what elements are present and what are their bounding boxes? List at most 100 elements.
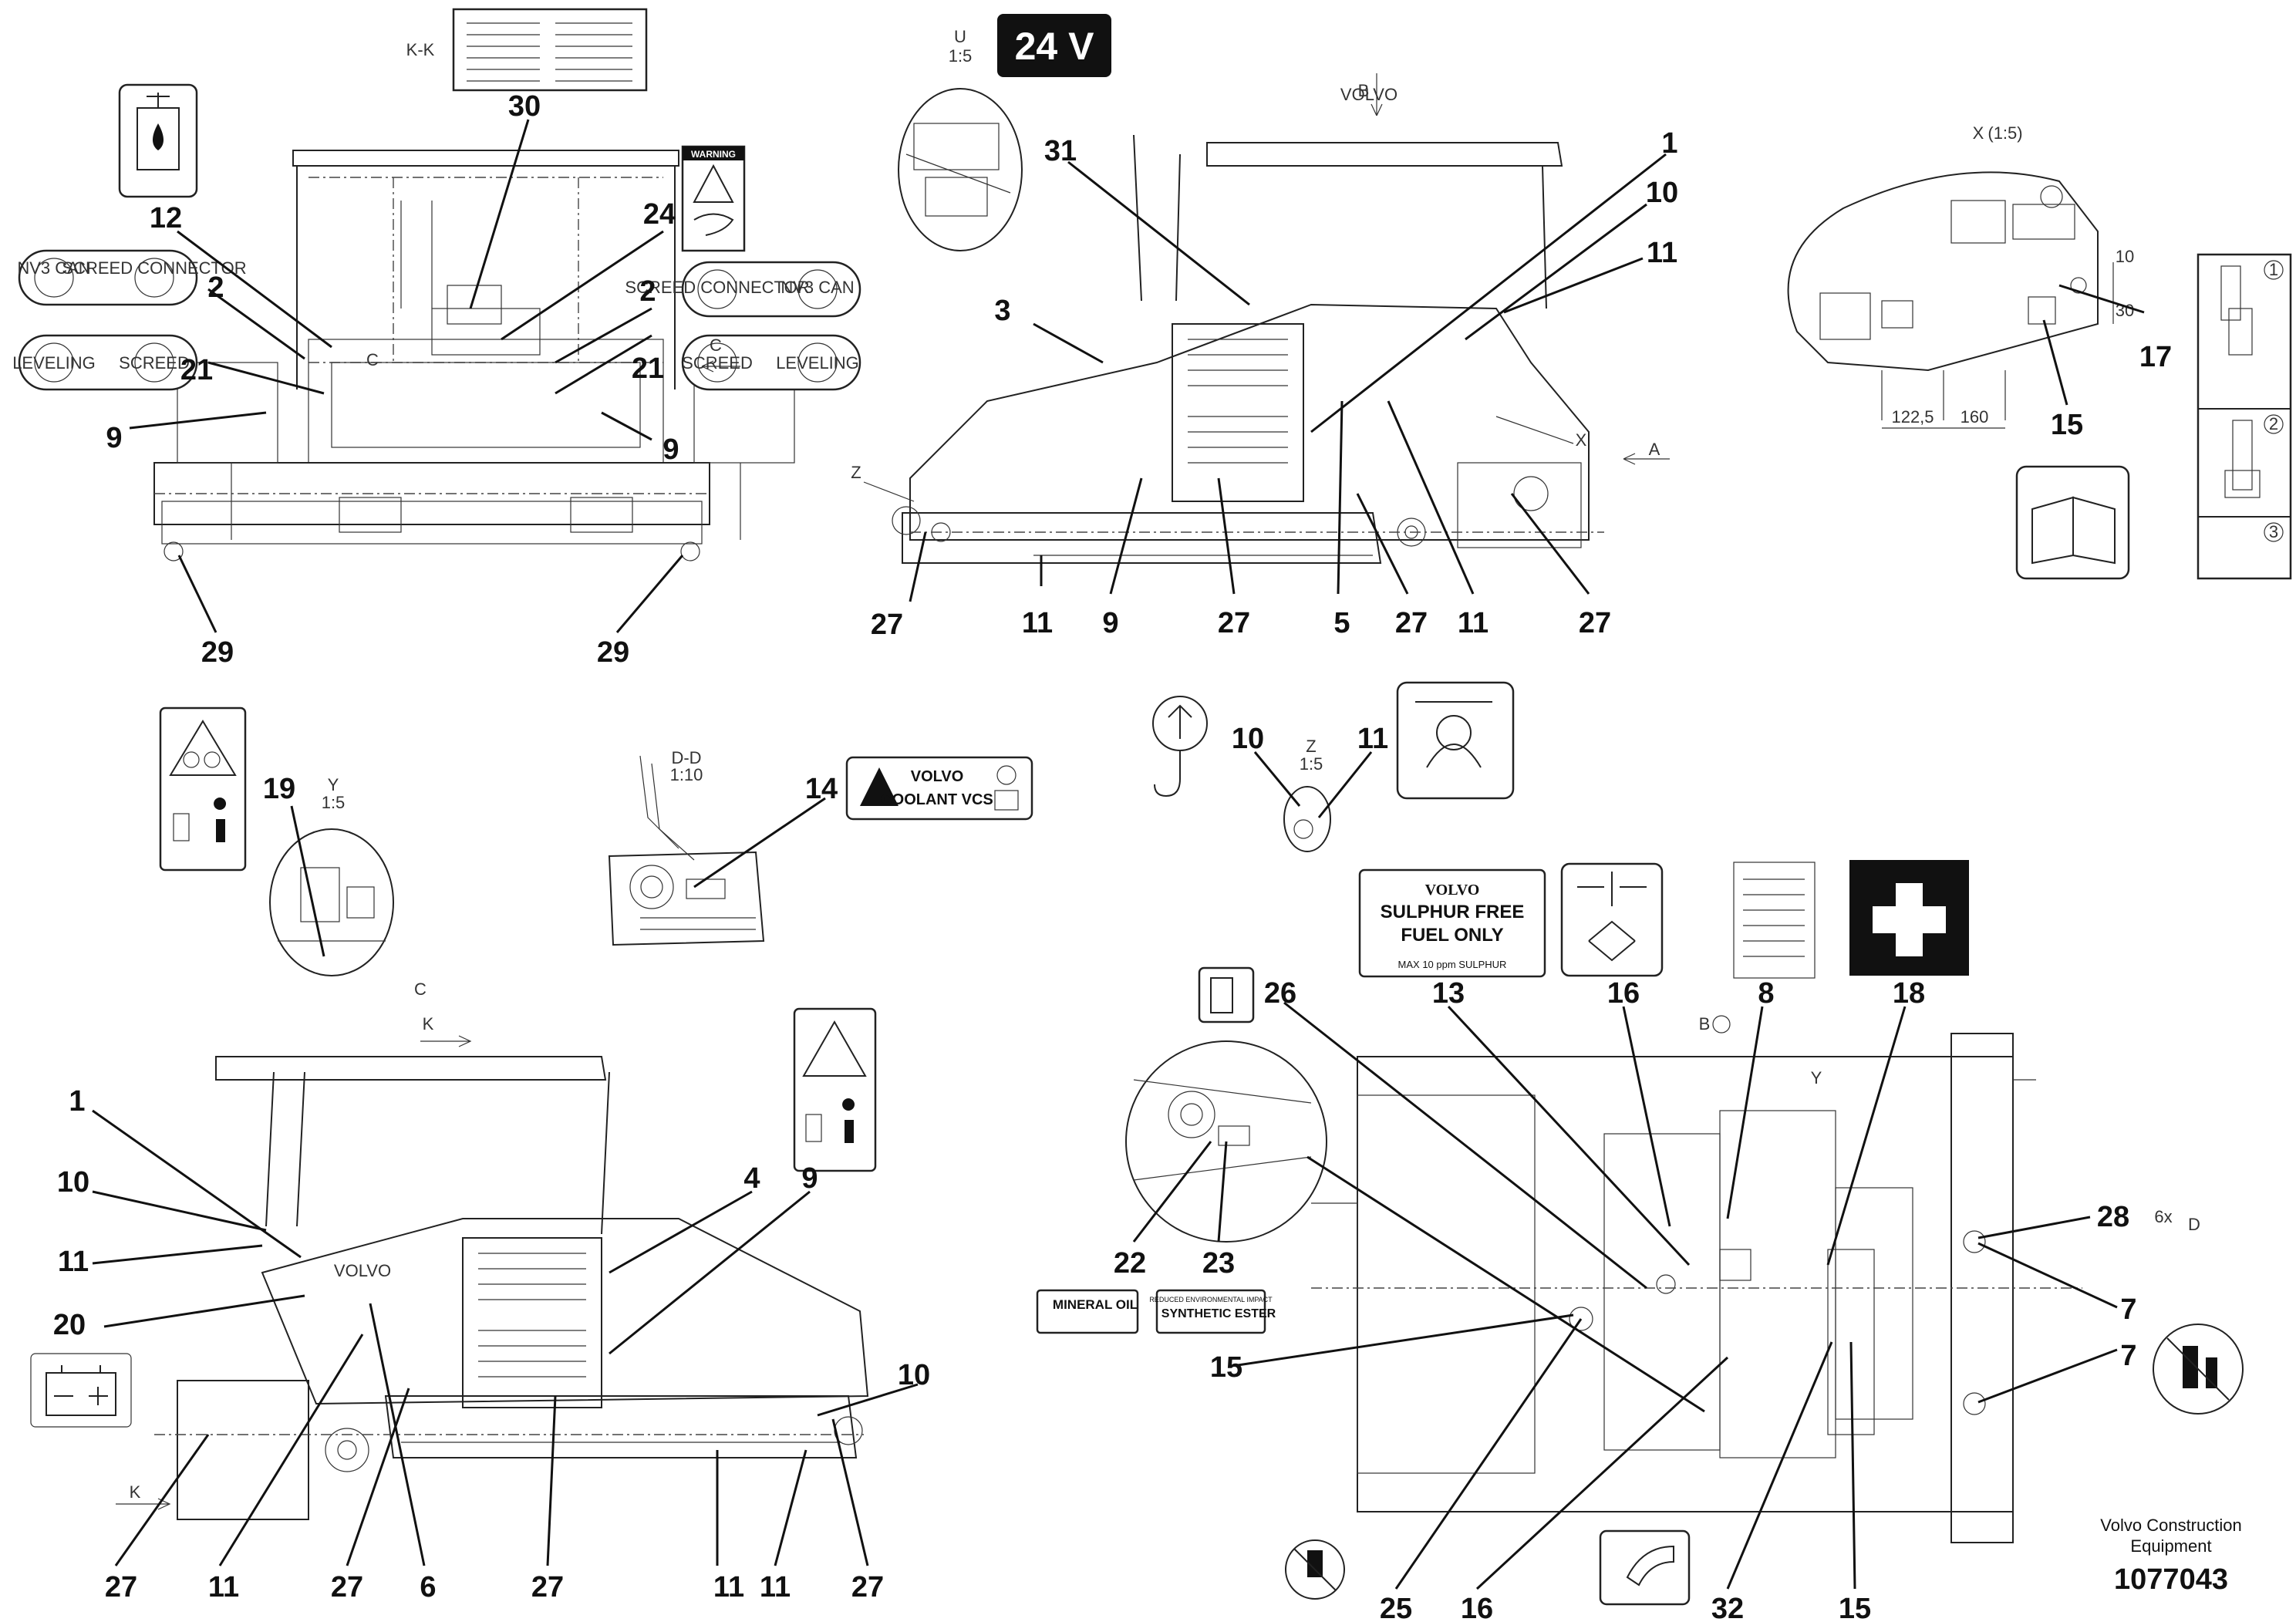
rear-view-kk: K-K	[12, 8, 861, 633]
callout-label: 27	[1395, 607, 1428, 639]
detail-x: X (1:5) 122,5 160 10 30 1 2 3	[1787, 123, 2292, 580]
svg-text:1:5: 1:5	[322, 793, 346, 812]
svg-text:VOLVO: VOLVO	[1425, 882, 1480, 899]
svg-text:SYNTHETIC ESTER: SYNTHETIC ESTER	[1161, 1307, 1276, 1320]
callout-label: 5	[1333, 607, 1350, 639]
decal-handle-operation	[1599, 1529, 1691, 1606]
svg-text:10: 10	[2116, 247, 2134, 266]
callout-label: 10	[1232, 723, 1264, 755]
callout-label: 14	[805, 773, 838, 805]
svg-text:U: U	[954, 27, 966, 46]
svg-text:Z: Z	[1306, 737, 1316, 756]
callout-label: 30	[508, 90, 541, 123]
svg-text:Z: Z	[851, 463, 861, 482]
svg-text:K: K	[130, 1482, 141, 1502]
svg-text:3: 3	[2269, 522, 2278, 541]
decal-13-sulphur-free-fuel: VOLVO SULPHUR FREE FUEL ONLY MAX 10 ppm …	[1358, 868, 1546, 978]
callout-label: 2	[639, 275, 656, 308]
svg-text:1:5: 1:5	[1300, 754, 1323, 774]
svg-text:NV3 CAN: NV3 CAN	[781, 278, 854, 297]
callout-label: 19	[263, 773, 295, 805]
decal-19-rotating-hazard	[159, 706, 247, 872]
decal-30-instruction-panel	[452, 8, 648, 92]
decal-16-pinch-point	[1560, 862, 1664, 977]
decal-10-lifting-hook	[1152, 696, 1208, 798]
callout-label: 29	[201, 636, 234, 669]
svg-text:MAX 10 ppm SULPHUR: MAX 10 ppm SULPHUR	[1398, 959, 1507, 970]
callout-label: 27	[851, 1571, 884, 1603]
svg-text:NV3 CAN: NV3 CAN	[17, 258, 90, 278]
svg-text:SCREED CONNECTOR: SCREED CONNECTOR	[625, 278, 809, 297]
callout-label: 12	[150, 202, 182, 234]
svg-text:Y: Y	[328, 775, 339, 794]
callout-label: 29	[597, 636, 629, 669]
callout-label: 10	[1646, 177, 1678, 209]
svg-text:REDUCED ENVIRONMENTAL IMPACT: REDUCED ENVIRONMENTAL IMPACT	[1149, 1296, 1273, 1303]
callout-label: 3	[994, 295, 1010, 327]
callout-label: 1	[1661, 127, 1677, 160]
decal-21-right-screed-leveling: SCREED LEVELING	[681, 334, 861, 391]
detail-u-ellipse	[898, 88, 1023, 251]
decal-no-step-foot	[1285, 1539, 1345, 1600]
callout-label: 11	[1022, 607, 1053, 639]
top-view-outline	[1357, 1056, 2014, 1512]
svg-text:SCREED: SCREED	[682, 353, 753, 373]
svg-text:SCREED: SCREED	[119, 353, 190, 373]
callout-label: 27	[871, 609, 903, 641]
document-number: 1077043	[2114, 1563, 2228, 1596]
callout-label: 20	[53, 1309, 86, 1341]
svg-text:B: B	[1699, 1014, 1711, 1034]
svg-text:C: C	[710, 336, 722, 355]
callout-label: 7	[2120, 1293, 2136, 1326]
svg-text:K: K	[423, 1014, 434, 1034]
callout-label: 9	[106, 422, 122, 454]
svg-text:122,5: 122,5	[1891, 407, 1934, 427]
callout-label: 27	[1218, 607, 1250, 639]
callout-label: 11	[1357, 723, 1388, 755]
detail-x-outline	[1787, 171, 2099, 372]
callout-label: 15	[1210, 1351, 1242, 1384]
svg-text:D-D: D-D	[671, 748, 701, 767]
section-dd-outline	[608, 851, 765, 946]
svg-text:(1:5): (1:5)	[1988, 123, 2022, 143]
decal-14-coolant-vcs: VOLVO COOLANT VCS	[845, 756, 1033, 821]
callout-label: 15	[1839, 1593, 1871, 1622]
decal-9-crush-hazard	[793, 1007, 877, 1172]
detail-z-ellipse	[1283, 786, 1331, 852]
svg-text:D: D	[2188, 1215, 2200, 1234]
callout-label: 22	[1114, 1247, 1146, 1280]
svg-text:VOLVO: VOLVO	[334, 1261, 391, 1280]
callout-label: 24	[643, 198, 676, 231]
svg-text:C: C	[414, 980, 426, 999]
callout-label: 32	[1711, 1593, 1744, 1622]
callout-label: 16	[1607, 977, 1640, 1010]
callout-label: 27	[331, 1571, 363, 1603]
svg-text:160: 160	[1961, 407, 1989, 427]
callout-label: 10	[57, 1166, 89, 1199]
callout-label: 11	[713, 1571, 744, 1603]
section-kk-label: K-K	[406, 40, 435, 59]
decal-8-instruction-sheet	[1733, 862, 1816, 979]
svg-text:B: B	[1358, 81, 1370, 100]
voltage-label: 24 V	[1015, 25, 1095, 68]
callout-label: 27	[1579, 607, 1611, 639]
callout-label: 11	[208, 1571, 239, 1603]
svg-text:FUEL ONLY: FUEL ONLY	[1401, 925, 1503, 946]
svg-text:2: 2	[2269, 414, 2278, 433]
side-view-right: U 1:5 24 V VOLVO B	[851, 14, 1670, 602]
company-name-line1: Volvo Construction	[2100, 1516, 2241, 1535]
callout-label: 9	[801, 1162, 818, 1195]
callout-label: 31	[1044, 135, 1077, 167]
svg-text:SULPHUR FREE: SULPHUR FREE	[1381, 902, 1525, 922]
top-view-b: VOLVO SULPHUR FREE FUEL ONLY MAX 10 ppm …	[1036, 860, 2244, 1606]
decal-22-mineral-oil: MINERAL OIL	[1036, 1289, 1139, 1334]
callout-label: 21	[180, 354, 213, 386]
callout-label: 11	[1458, 607, 1489, 639]
svg-text:1:10: 1:10	[670, 765, 703, 784]
callout-label: 27	[105, 1571, 137, 1603]
callout-label: 17	[2139, 341, 2172, 373]
svg-text:WARNING: WARNING	[691, 149, 736, 160]
callout-label: 26	[1264, 977, 1296, 1010]
callout-label: 11	[1647, 237, 1677, 269]
decal-24v-voltage	[997, 14, 1111, 77]
